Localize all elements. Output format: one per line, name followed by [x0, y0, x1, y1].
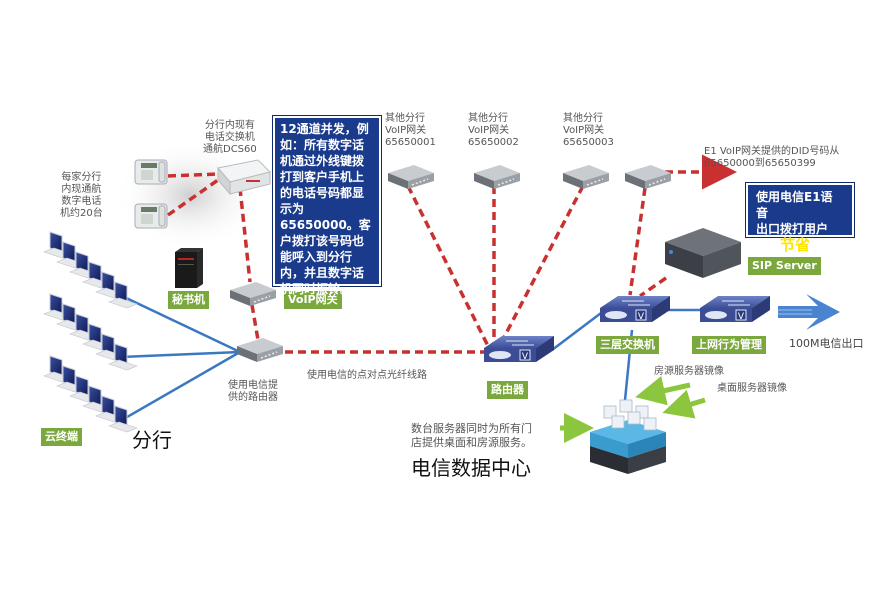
thin-client-monitor-icon	[108, 405, 138, 433]
e1-did-label: E1 VoIP网关提供的DID号码从 65650000到65650399	[704, 146, 840, 169]
other-gateway-1-label: 其他分行 VoIP网关 65650001	[385, 113, 436, 148]
secretary-pc-tag: 秘书机	[168, 291, 209, 309]
virtualization-stack-icon	[590, 399, 666, 474]
svg-text:V: V	[522, 352, 529, 362]
rack-server-icon	[665, 228, 741, 278]
pbx-description: 分行内现有 电话交换机 通航DCS60	[203, 120, 257, 155]
wan-links	[166, 154, 737, 354]
house-mirror-label: 房源服务器镜像	[654, 366, 724, 377]
link-terminals2-router	[121, 350, 241, 359]
lan-links	[121, 294, 700, 422]
gateway-group	[230, 165, 671, 362]
mirror-arrows	[560, 376, 706, 443]
savings-line-3-pre: 大幅	[756, 239, 781, 253]
sip-server-tag: SIP Server	[748, 257, 821, 275]
datacenter-title: 电信数据中心	[411, 456, 531, 480]
desk-phone-icon	[134, 159, 168, 185]
thin-client-monitor-icon	[82, 385, 112, 413]
thin-client-monitor-icon	[108, 281, 138, 309]
cloud-terminal-group	[43, 231, 138, 433]
other-gateway-3-label: 其他分行 VoIP网关 65650003	[563, 113, 614, 148]
thin-client-monitor-icon	[108, 343, 138, 371]
gateway-box-icon	[563, 165, 609, 189]
branch-router-label: 使用电信提 供的路由器	[228, 380, 278, 403]
link-terminals3-router	[121, 350, 241, 422]
switch-group: V V V	[484, 296, 770, 362]
gateway-box-icon	[625, 165, 671, 189]
house-mirror-arrow	[635, 376, 691, 406]
savings-line-3: 大幅节省话费	[756, 237, 844, 254]
link-gw1-router	[406, 185, 492, 351]
fiber-line-label: 使用电信的点对点光纤线路	[307, 370, 427, 381]
link-pbx-voipgw	[238, 187, 252, 283]
desktop-mirror-label: 桌面服务器镜像	[717, 383, 787, 394]
link-e1gw-l3switch	[628, 187, 647, 296]
link-phone1-pbx	[167, 172, 219, 178]
link-phone2-pbx	[166, 178, 220, 217]
other-gateway-2-label: 其他分行 VoIP网关 65650002	[468, 113, 519, 148]
gateway-box-icon	[388, 165, 434, 189]
desktop-mirror-arrow	[662, 389, 706, 419]
gateway-box-icon	[474, 165, 520, 189]
internet-exit-label: 100M电信出口	[789, 337, 864, 350]
svg-text:V: V	[738, 312, 745, 322]
savings-highlight: 节省	[780, 236, 811, 254]
savings-line-1: 使用电信E1语音	[756, 190, 833, 220]
branch-title: 分行	[132, 428, 172, 452]
gateway-box-icon	[237, 338, 283, 362]
router-switch-icon: V	[700, 296, 770, 322]
cloud-terminal-tag: 云终端	[41, 428, 82, 446]
link-gw3-router	[498, 185, 585, 346]
savings-note: 使用电信E1语音 出口拨打用户 大幅节省话费	[746, 183, 854, 253]
voip-gateway-tag: VoIP网关	[284, 291, 342, 309]
link-sip-l3switch	[639, 276, 667, 298]
thin-client-monitor-icon	[69, 251, 99, 279]
servers-description: 数台服务器同时为所有门 店提供桌面和房源服务。	[411, 422, 532, 449]
link-voipgw-router	[250, 304, 260, 341]
l3-switch-tag: 三层交换机	[596, 336, 659, 354]
gateway-box-icon	[230, 282, 276, 306]
savings-line-3-post: 话费	[810, 239, 835, 253]
behavior-management-tag: 上网行为管理	[692, 336, 766, 354]
desk-phone-icon	[134, 203, 168, 229]
link-router-l3switch	[551, 309, 606, 351]
savings-line-2: 出口拨打用户	[756, 222, 829, 236]
concurrency-note: 12通道并发，例如：所有数字话机通过外线键拨打到客户手机上的电话号码都显示为65…	[273, 116, 381, 296]
link-terminals1-router	[121, 294, 241, 354]
router-switch-icon: V	[600, 296, 670, 322]
phones-description: 每家分行 内现通航 数字电话 机约20台	[60, 172, 103, 219]
pbx-box-icon	[217, 159, 271, 196]
svg-text:V: V	[638, 312, 645, 322]
tower-pc-icon	[175, 248, 203, 288]
router-tag: 路由器	[487, 381, 528, 399]
router-switch-icon: V	[484, 336, 554, 362]
big-arrow-icon	[778, 294, 840, 330]
